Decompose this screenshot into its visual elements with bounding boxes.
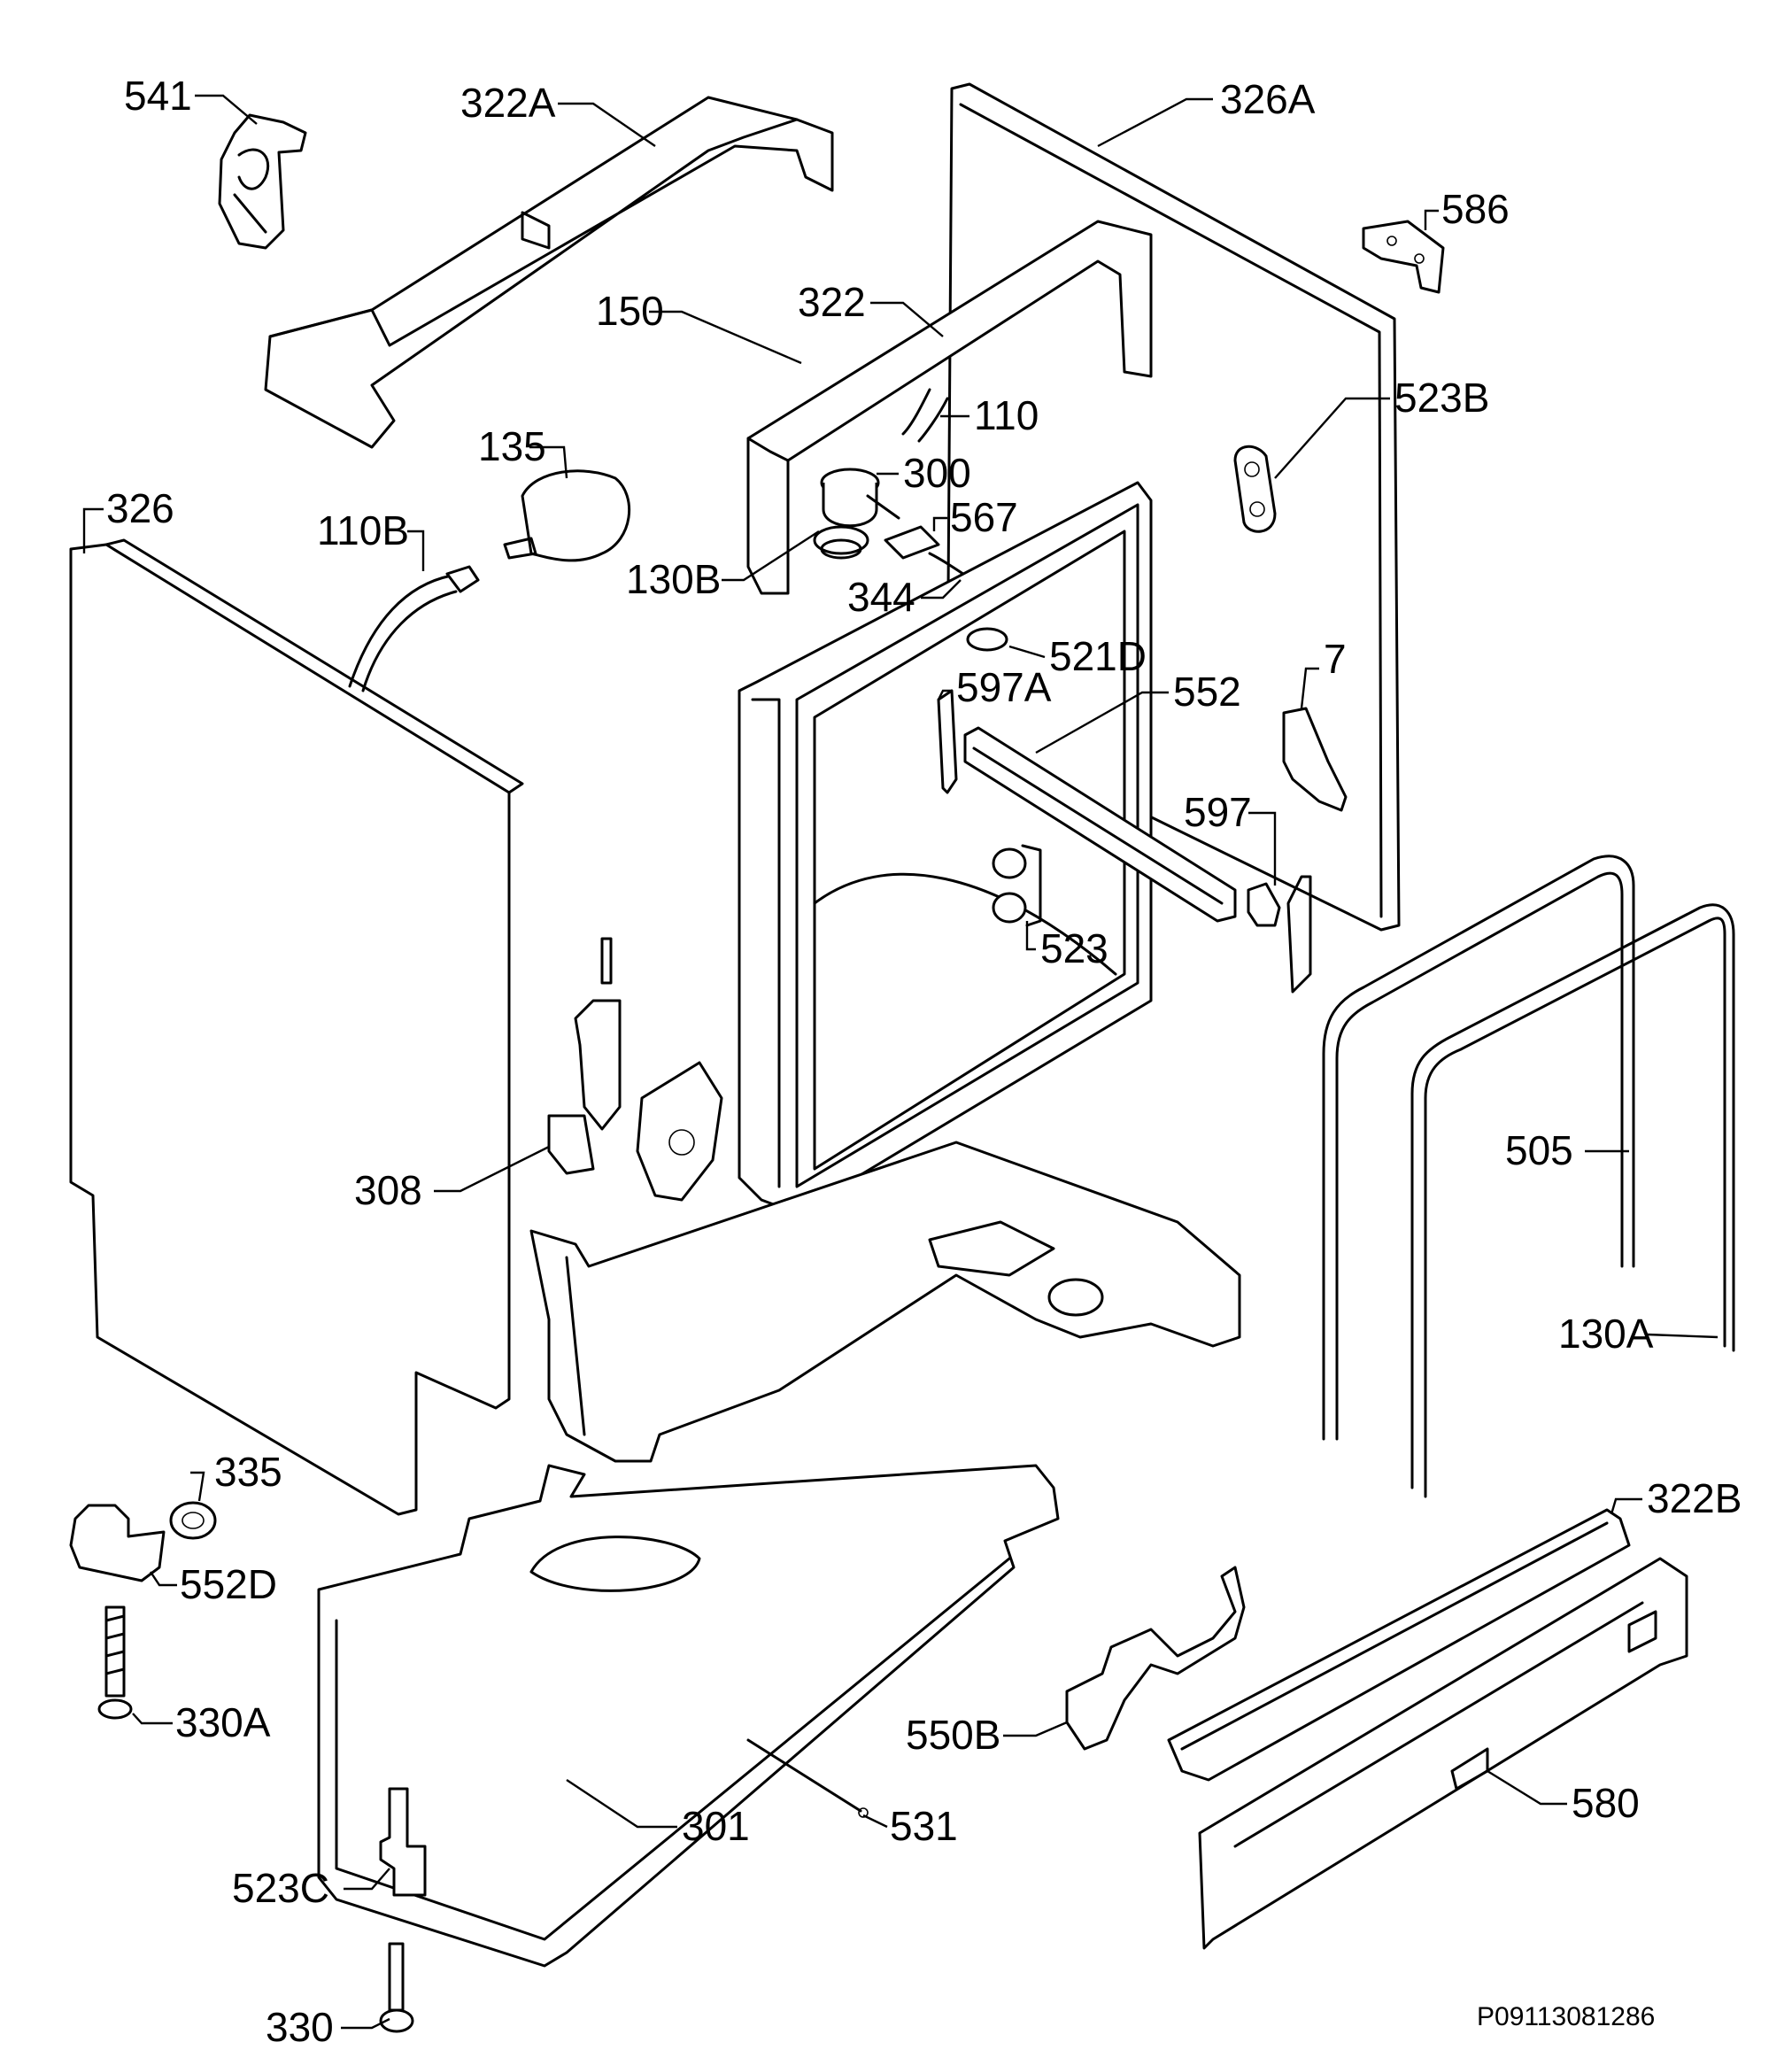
part-335-gear [169, 1501, 217, 1540]
label-505: 505 [1505, 1127, 1573, 1173]
part-135-vent [503, 469, 630, 562]
part-523c-bracket [379, 1787, 427, 1897]
part-300-valve [820, 468, 900, 528]
label-335: 335 [214, 1449, 282, 1495]
part-330-screw [379, 1942, 414, 2033]
label-523c: 523C [232, 1865, 329, 1911]
part-7-latch [1282, 707, 1348, 812]
part-523-plug [992, 844, 1042, 927]
part-326-side-panel [69, 538, 524, 1516]
part-322-frame [746, 220, 1153, 595]
part-552-bar [963, 726, 1237, 923]
label-541: 541 [124, 73, 192, 119]
part-550b-clip [1065, 1566, 1246, 1751]
label-523: 523 [1040, 925, 1108, 971]
part-base-frame [529, 1141, 1241, 1463]
part-110-hose [901, 388, 949, 443]
part-tub-body [738, 481, 1153, 1215]
label-344: 344 [847, 574, 915, 620]
label-521d: 521D [1049, 633, 1147, 679]
part-labels: 541 322A 326A 586 150 322 110 523B 135 3… [106, 73, 1742, 2050]
label-597a: 597A [956, 664, 1052, 710]
label-326: 326 [106, 485, 174, 531]
part-322b-bar [1167, 1508, 1631, 1782]
part-597-stop [1247, 882, 1281, 927]
label-7: 7 [1324, 636, 1347, 682]
label-326a: 326A [1220, 76, 1316, 122]
label-130a: 130A [1558, 1311, 1654, 1357]
label-586: 586 [1441, 186, 1510, 232]
label-308: 308 [354, 1167, 422, 1213]
label-322a: 322A [460, 80, 556, 126]
label-322b: 322B [1647, 1475, 1742, 1521]
part-308-hinge [547, 937, 723, 1202]
label-300: 300 [903, 450, 971, 496]
part-505-seal [1322, 855, 1635, 1441]
label-130b: 130B [626, 556, 721, 602]
label-567: 567 [950, 494, 1018, 540]
label-150: 150 [596, 288, 664, 334]
label-552d: 552D [180, 1561, 277, 1607]
part-130b-seal [813, 525, 869, 560]
part-521d-ring [966, 627, 1008, 652]
part-322a-top-rail [264, 96, 834, 449]
label-523b: 523B [1394, 375, 1489, 421]
leader-lines [82, 94, 1719, 2030]
part-330a-screw [97, 1605, 133, 1720]
label-580: 580 [1572, 1780, 1640, 1826]
label-550b: 550B [906, 1712, 1000, 1758]
part-541-clip [218, 113, 307, 250]
reference-code: P09113081286 [1477, 2002, 1655, 2031]
part-552d-foot [69, 1504, 166, 1582]
label-322: 322 [798, 279, 866, 325]
label-531: 531 [890, 1803, 958, 1849]
part-130a-seal [1410, 903, 1735, 1498]
part-301-base-tray [317, 1464, 1060, 1968]
label-110b: 110B [317, 507, 409, 553]
label-552: 552 [1173, 669, 1241, 715]
part-586-bracket [1362, 220, 1445, 294]
label-301: 301 [682, 1803, 750, 1849]
part-110b-hose [348, 565, 480, 692]
part-523b-grommet [1233, 445, 1277, 533]
part-531-pin [746, 1738, 869, 1818]
label-330: 330 [266, 2004, 334, 2050]
label-597: 597 [1184, 789, 1252, 835]
label-135: 135 [478, 423, 546, 469]
label-110: 110 [974, 392, 1039, 438]
part-597a-clip [937, 689, 958, 794]
label-330a: 330A [175, 1699, 271, 1745]
